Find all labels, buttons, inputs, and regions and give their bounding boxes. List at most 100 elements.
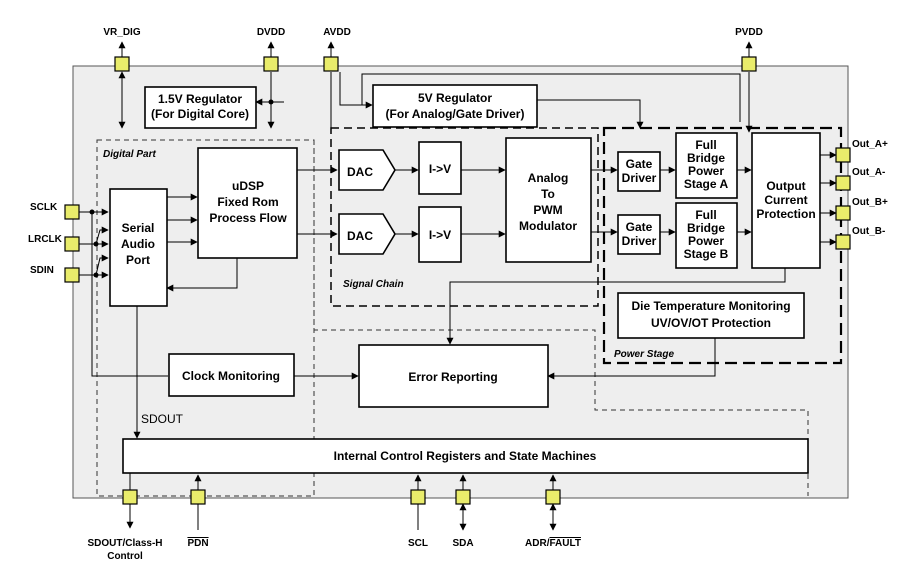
svg-text:Output: Output xyxy=(766,179,805,193)
signal-chain-region xyxy=(330,127,599,307)
svg-text:Bridge: Bridge xyxy=(687,151,725,165)
pad-sdin xyxy=(64,267,80,283)
svg-text:Power: Power xyxy=(688,164,724,178)
svg-text:Audio: Audio xyxy=(121,237,155,251)
svg-text:Internal Control Registers and: Internal Control Registers and State Mac… xyxy=(334,449,597,463)
pad-out-a-minus xyxy=(835,175,851,191)
pad-pvdd xyxy=(741,56,757,72)
block-full-bridge-b: Full Bridge Power Stage B xyxy=(675,202,738,269)
svg-text:Stage A: Stage A xyxy=(684,177,729,191)
svg-text:PDN: PDN xyxy=(187,538,208,549)
block-internal-control-registers: Internal Control Registers and State Mac… xyxy=(122,438,809,474)
svg-text:5V Regulator: 5V Regulator xyxy=(418,91,492,105)
block-error-reporting: Error Reporting xyxy=(358,344,549,408)
svg-text:Error Reporting: Error Reporting xyxy=(408,370,497,384)
svg-text:Fixed Rom: Fixed Rom xyxy=(217,195,278,209)
block-serial-audio-port: Serial Audio Port xyxy=(109,188,168,307)
pad-out-b-minus xyxy=(835,234,851,250)
block-pwm-modulator: Analog To PWM Modulator xyxy=(505,137,592,263)
block-1v5-regulator: 1.5V Regulator (For Digital Core) xyxy=(144,86,257,129)
svg-text:SDIN: SDIN xyxy=(30,265,54,276)
block-gate-driver-1: Gate Driver xyxy=(617,151,661,192)
svg-text:Driver: Driver xyxy=(622,234,657,248)
svg-text:Bridge: Bridge xyxy=(687,221,725,235)
svg-text:Analog: Analog xyxy=(528,171,569,185)
svg-text:Gate: Gate xyxy=(626,157,653,171)
svg-text:SDA: SDA xyxy=(452,538,473,549)
svg-text:Power: Power xyxy=(688,234,724,248)
block-dac-2: DAC xyxy=(338,213,396,255)
svg-text:uDSP: uDSP xyxy=(232,179,264,193)
svg-text:Current: Current xyxy=(764,193,807,207)
svg-text:Stage B: Stage B xyxy=(684,247,729,261)
pad-pdn xyxy=(190,489,206,505)
pad-out-b-plus xyxy=(835,205,851,221)
svg-text:DAC: DAC xyxy=(347,165,373,179)
pad-sdout xyxy=(122,489,138,505)
pad-sclk xyxy=(64,204,80,220)
svg-text:SCLK: SCLK xyxy=(30,202,58,213)
pad-vr-dig xyxy=(114,56,130,72)
digital-part-region xyxy=(96,139,315,497)
power-stage-label: Power Stage xyxy=(614,349,674,360)
block-gate-driver-2: Gate Driver xyxy=(617,214,661,255)
block-udsp: uDSP Fixed Rom Process Flow xyxy=(197,147,298,259)
svg-text:PWM: PWM xyxy=(533,203,562,217)
block-dac-1: DAC xyxy=(338,149,396,191)
svg-text:(For Analog/Gate Driver): (For Analog/Gate Driver) xyxy=(386,107,525,121)
svg-text:Control: Control xyxy=(107,551,143,562)
digital-boundary-line xyxy=(313,140,809,496)
pin-labels: VR_DIG DVDD AVDD PVDD SCLK LRCLK SDIN Ou… xyxy=(28,27,888,562)
svg-text:SDOUT/Class-H: SDOUT/Class-H xyxy=(87,538,162,549)
pad-adr-fault xyxy=(545,489,561,505)
power-stage-region xyxy=(602,126,843,365)
block-output-current-protection: Output Current Protection xyxy=(751,132,821,269)
block-die-temperature: Die Temperature Monitoring UV/OV/OT Prot… xyxy=(617,292,805,339)
svg-text:I->V: I->V xyxy=(429,162,451,176)
svg-text:Port: Port xyxy=(126,253,150,267)
sdout-wire-label: SDOUT xyxy=(141,412,184,426)
pad-dvdd xyxy=(263,56,279,72)
svg-text:Out_A+: Out_A+ xyxy=(852,139,888,150)
svg-text:DVDD: DVDD xyxy=(257,27,285,38)
svg-text:Process Flow: Process Flow xyxy=(209,211,287,225)
signal-chain-label: Signal Chain xyxy=(343,279,404,290)
svg-text:1.5V Regulator: 1.5V Regulator xyxy=(158,92,242,106)
svg-text:Protection: Protection xyxy=(756,207,815,221)
svg-text:Out_B+: Out_B+ xyxy=(852,197,888,208)
svg-text:PVDD: PVDD xyxy=(735,27,763,38)
svg-text:To: To xyxy=(541,187,555,201)
svg-text:LRCLK: LRCLK xyxy=(28,234,63,245)
svg-text:Die Temperature Monitoring: Die Temperature Monitoring xyxy=(631,299,790,313)
svg-text:(For Digital Core): (For Digital Core) xyxy=(151,107,249,121)
svg-text:Clock Monitoring: Clock Monitoring xyxy=(182,369,280,383)
svg-text:Gate: Gate xyxy=(626,220,653,234)
block-iv-2: I->V xyxy=(418,206,462,263)
svg-text:AVDD: AVDD xyxy=(323,27,351,38)
junction-dots xyxy=(89,99,274,278)
pad-avdd xyxy=(323,56,339,72)
svg-text:Out_A-: Out_A- xyxy=(852,167,885,178)
pad-sda xyxy=(455,489,471,505)
block-clock-monitoring: Clock Monitoring xyxy=(168,353,295,397)
svg-text:UV/OV/OT Protection: UV/OV/OT Protection xyxy=(651,316,771,330)
block-5v-regulator: 5V Regulator (For Analog/Gate Driver) xyxy=(372,84,538,128)
block-iv-1: I->V xyxy=(418,141,462,195)
block-full-bridge-a: Full Bridge Power Stage A xyxy=(675,132,738,199)
pads xyxy=(64,56,851,505)
svg-text:Modulator: Modulator xyxy=(519,219,577,233)
svg-text:Full: Full xyxy=(695,208,716,222)
pad-lrclk xyxy=(64,236,80,252)
svg-text:Full: Full xyxy=(695,138,716,152)
svg-text:Serial: Serial xyxy=(122,221,155,235)
digital-part-label: Digital Part xyxy=(103,149,156,160)
pad-scl xyxy=(410,489,426,505)
svg-text:VR_DIG: VR_DIG xyxy=(103,27,140,38)
svg-text:DAC: DAC xyxy=(347,229,373,243)
svg-text:I->V: I->V xyxy=(429,228,451,242)
svg-text:ADR/FAULT: ADR/FAULT xyxy=(525,538,581,549)
svg-text:Driver: Driver xyxy=(622,171,657,185)
svg-text:SCL: SCL xyxy=(408,538,428,549)
pad-out-a-plus xyxy=(835,147,851,163)
